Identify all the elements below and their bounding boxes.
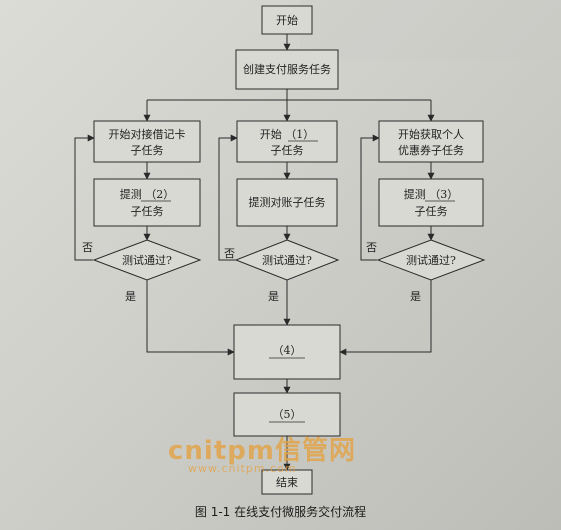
coupon-submit-line-2: 子任务 (415, 205, 448, 218)
background-bleed-text (300, 0, 561, 60)
end-node: 结束 (261, 469, 313, 495)
no-label-right: 否 (366, 241, 377, 254)
start-node-label: 开始 (276, 13, 298, 27)
end-node-label: 结束 (276, 476, 298, 489)
test-left-decision: 测试通过? (92, 239, 202, 281)
no-label-mid: 否 (224, 247, 235, 260)
step4-node: （4） (233, 324, 341, 380)
debit-start-line-2: 子任务 (131, 144, 164, 157)
test-left-label: 测试通过? (122, 254, 172, 267)
coupon-start-node: 开始获取个人 优惠券子任务 (378, 120, 484, 163)
coupon-start-line-2: 优惠券子任务 (398, 143, 464, 157)
test-mid-decision: 测试通过? (234, 239, 340, 281)
coupon-submit-node: 提测 （3） 子任务 (378, 178, 484, 227)
no-label-left: 否 (82, 241, 93, 254)
mid-submit-node: 提测对账子任务 (236, 178, 338, 227)
create-task-node: 创建支付服务任务 (235, 49, 339, 90)
step4-label: （4） (273, 344, 302, 357)
mid-start-line-1: 开始 （1） (260, 127, 315, 141)
figure-caption: 图 1-1 在线支付微服务交付流程 (194, 505, 367, 519)
debit-submit-line-1: 提测 （2） (120, 188, 175, 201)
yes-label-right: 是 (410, 290, 421, 303)
test-right-label: 测试通过? (406, 254, 456, 267)
mid-start-line-2: 子任务 (271, 144, 304, 157)
debit-start-line-1: 开始对接借记卡 (109, 127, 186, 141)
watermark-brand: cnitpm信管网 (168, 436, 356, 466)
coupon-start-line-1: 开始获取个人 (398, 127, 464, 141)
step5-node: （5） (233, 392, 341, 437)
create-task-label: 创建支付服务任务 (243, 62, 331, 76)
debit-submit-node: 提测 （2） 子任务 (93, 178, 201, 227)
test-mid-label: 测试通过? (262, 254, 312, 267)
connectors (74, 34, 435, 471)
coupon-submit-line-1: 提测 （3） (404, 188, 459, 201)
start-node: 开始 (261, 5, 313, 35)
yes-label-left: 是 (125, 290, 136, 303)
mid-submit-label: 提测对账子任务 (249, 195, 326, 209)
watermark-url: www.cnitpm.com (188, 462, 297, 475)
debit-start-node: 开始对接借记卡 子任务 (93, 120, 201, 163)
yes-label-mid: 是 (268, 290, 279, 303)
test-right-decision: 测试通过? (376, 239, 486, 281)
step5-label: （5） (273, 408, 302, 421)
mid-start-node: 开始 （1） 子任务 (236, 120, 338, 163)
debit-submit-line-2: 子任务 (131, 205, 164, 218)
